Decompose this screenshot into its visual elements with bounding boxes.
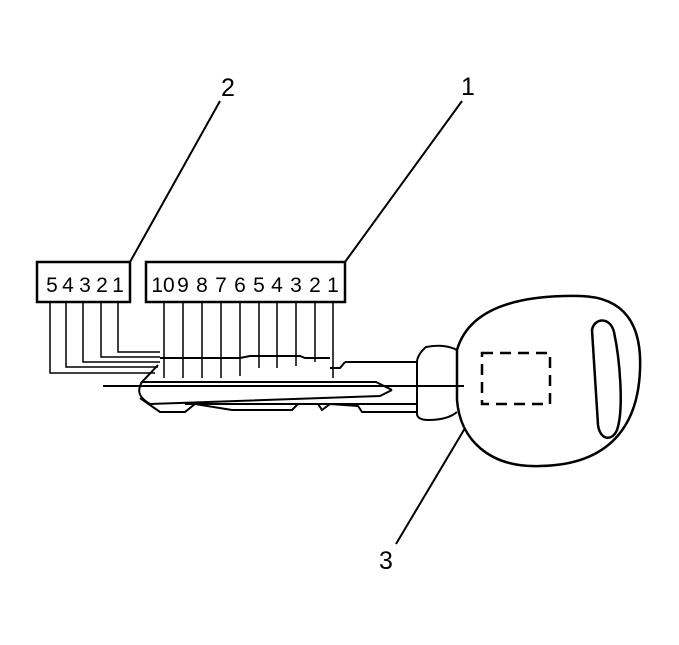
right-cut-number: 9 bbox=[177, 274, 189, 297]
callout-1-label: 1 bbox=[461, 73, 475, 101]
right-cut-leaders bbox=[163, 302, 334, 378]
callout-2-label: 2 bbox=[221, 74, 235, 102]
left-cut-leader bbox=[82, 302, 160, 363]
right-cut-number: 1 bbox=[327, 274, 339, 297]
right-cut-number: 2 bbox=[309, 274, 321, 297]
left-cut-number: 1 bbox=[112, 274, 124, 297]
leader-line-1 bbox=[344, 100, 463, 263]
leader-line-3 bbox=[395, 407, 478, 545]
left-cut-number: 3 bbox=[79, 274, 91, 297]
key-collar bbox=[416, 344, 458, 422]
callout-3-label: 3 bbox=[379, 547, 393, 575]
right-cut-number: 10 bbox=[151, 274, 174, 297]
left-cut-number: 5 bbox=[46, 274, 58, 297]
key-neck-step bbox=[330, 361, 346, 369]
left-cut-leader bbox=[65, 302, 158, 368]
right-cut-number: 8 bbox=[196, 274, 208, 297]
leader-line-2 bbox=[129, 100, 221, 263]
left-cut-leaders bbox=[49, 302, 160, 374]
right-cut-numbers: 10 9 8 7 6 5 4 3 2 1 bbox=[151, 274, 339, 297]
right-cut-number: 7 bbox=[215, 274, 227, 297]
left-cut-number: 2 bbox=[96, 274, 108, 297]
right-cut-number: 6 bbox=[234, 274, 246, 297]
left-cut-number: 4 bbox=[62, 274, 74, 297]
right-cut-number: 5 bbox=[253, 274, 265, 297]
transponder-chip bbox=[480, 351, 552, 406]
key-neck bbox=[330, 344, 458, 422]
right-cut-number: 3 bbox=[290, 274, 302, 297]
key-head bbox=[455, 294, 642, 468]
right-cut-number: 4 bbox=[271, 274, 283, 297]
key-blade-top-cut bbox=[160, 355, 330, 359]
key-grip-slot bbox=[590, 319, 622, 439]
left-cut-leader bbox=[100, 302, 160, 358]
left-cut-numbers: 5 4 3 2 1 bbox=[46, 274, 124, 297]
right-cut-box bbox=[144, 260, 347, 304]
key-blade bbox=[138, 355, 417, 413]
left-cut-leader bbox=[117, 302, 160, 353]
left-cut-leader bbox=[49, 302, 155, 374]
